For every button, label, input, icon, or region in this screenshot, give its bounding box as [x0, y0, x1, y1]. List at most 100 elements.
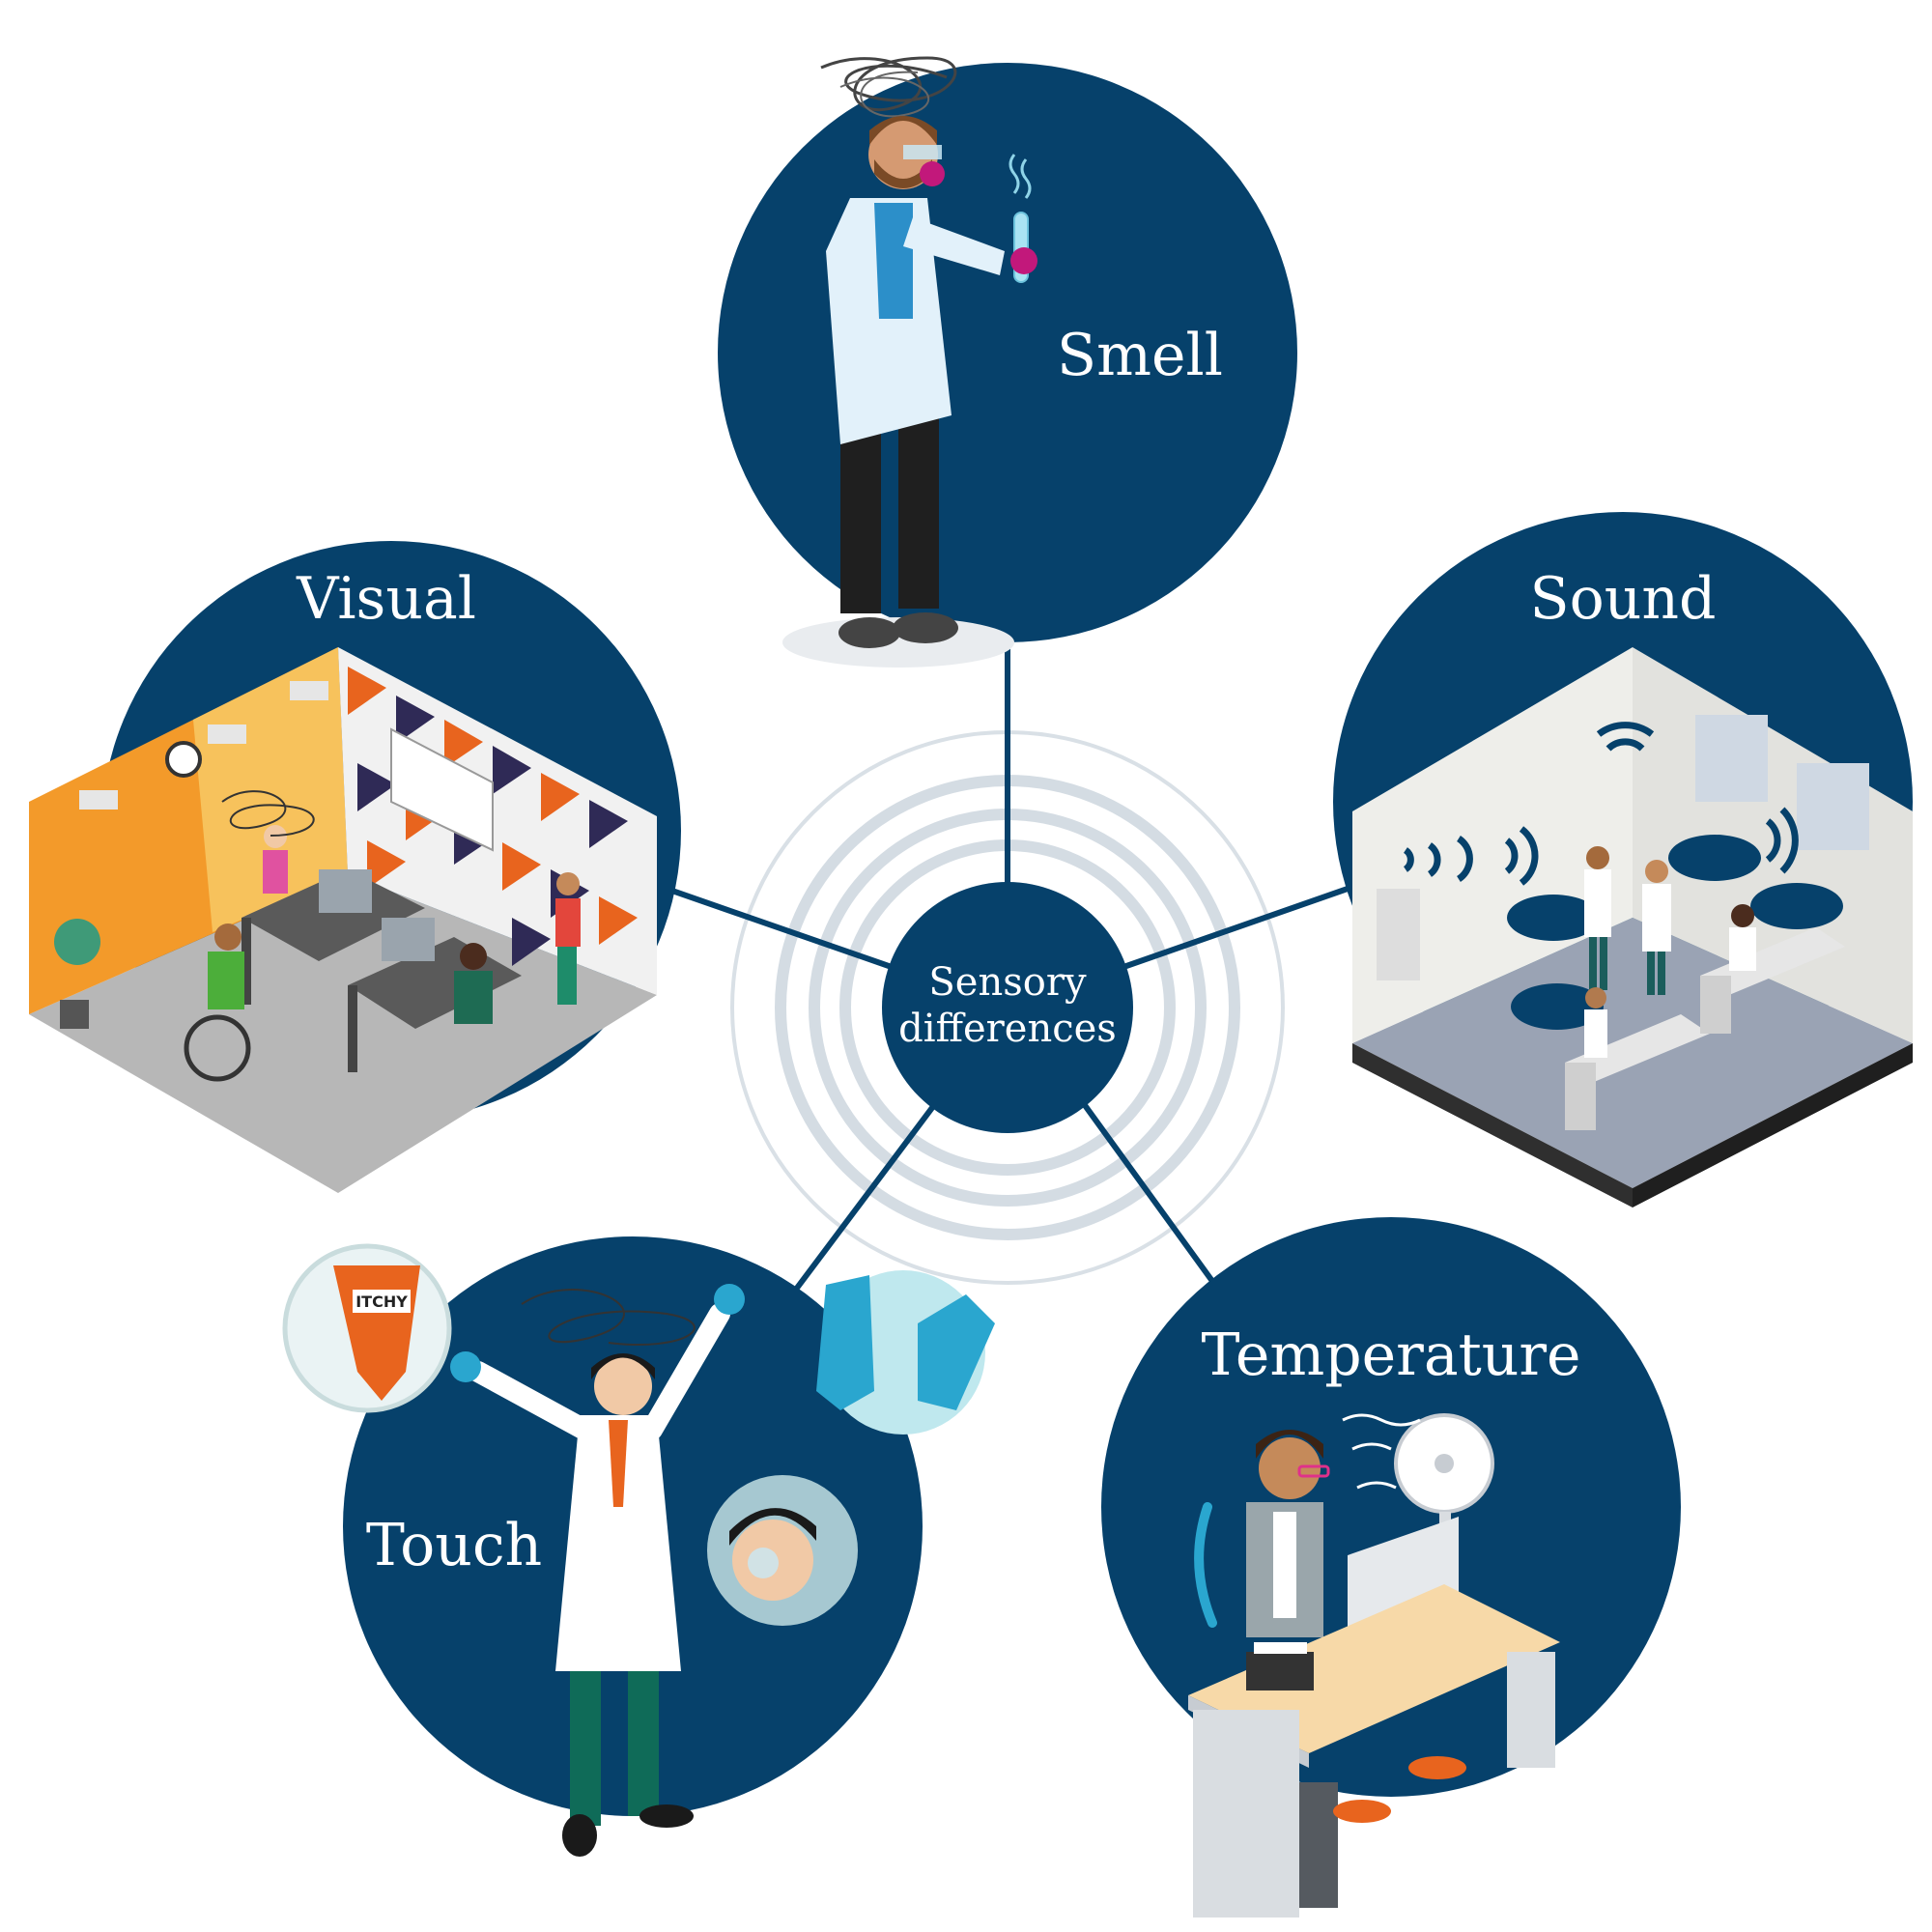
connector-visual [664, 886, 892, 969]
glasses [1297, 1464, 1330, 1478]
scribble-icon [839, 71, 930, 118]
wall-pattern [348, 667, 638, 966]
whiteboard [390, 727, 494, 852]
vapor-icon [1009, 154, 1032, 199]
beard [874, 159, 932, 188]
touch-illustration: ITCHY [282, 1243, 995, 1857]
person-wheelchair [208, 952, 244, 1009]
goggles [748, 1548, 779, 1578]
sound-illustration [1352, 647, 1913, 1208]
scribble-icon [521, 1289, 696, 1347]
plant-icon [54, 919, 100, 965]
label-visual: Visual [296, 565, 476, 633]
lab-coat [826, 198, 952, 444]
arm [903, 217, 1005, 275]
person-distressed [263, 850, 288, 894]
speech-bubble [1750, 883, 1843, 929]
person-desk [460, 943, 487, 970]
lab-worker [1584, 846, 1611, 990]
office-wall-yellow [193, 647, 348, 932]
lab-floor-edge [1633, 1043, 1913, 1208]
office-chair [1194, 1502, 1217, 1628]
head [594, 1357, 652, 1415]
shirt [1273, 1512, 1296, 1618]
lab-bench [1565, 1063, 1596, 1130]
scribble-icon [221, 790, 315, 837]
shoe [893, 612, 958, 643]
glove-icon [816, 1275, 874, 1410]
fan-hub [1435, 1454, 1454, 1473]
hair [1256, 1430, 1323, 1459]
shoe [562, 1814, 597, 1857]
shirt [609, 1420, 628, 1507]
speech-bubble [1511, 983, 1604, 1030]
lab-wall-left [1352, 647, 1633, 1043]
lab-floor-edge [1352, 1043, 1633, 1208]
sound-wave-icon [1403, 722, 1799, 886]
monitor [382, 918, 435, 961]
desk-panel [1193, 1710, 1299, 1918]
glove [1010, 247, 1037, 274]
connector-touch [789, 1098, 940, 1297]
leg [898, 396, 939, 609]
computer-tower [1299, 1782, 1338, 1908]
hub-label-line2: differences [898, 1007, 1117, 1051]
paper-tray [1246, 1652, 1314, 1690]
ceiling-light [290, 681, 328, 700]
lab-worker [1729, 904, 1756, 971]
person-walking [556, 872, 580, 895]
glove [714, 1284, 745, 1315]
connector-temperature [1079, 1098, 1225, 1297]
wall-panel [1695, 715, 1768, 802]
person-walking [557, 947, 577, 1005]
scribble-icon [820, 56, 957, 112]
arm [641, 1303, 730, 1440]
person-wheelchair [214, 923, 242, 951]
office-desk [242, 918, 251, 1005]
clock-icon [165, 741, 202, 778]
lab-machine [1377, 889, 1420, 980]
desk-panel [1507, 1652, 1555, 1768]
glove [450, 1351, 481, 1382]
ceiling-light [79, 790, 118, 810]
glove-icon [918, 1294, 995, 1410]
speech-bubble [1507, 895, 1600, 941]
wheelchair-icon [184, 1014, 251, 1082]
itchy-tag-text: ITCHY [355, 1293, 408, 1311]
office-desk [348, 985, 357, 1072]
lab-bench [1700, 927, 1845, 995]
lab-coat [555, 1415, 681, 1671]
temperature-illustration [1188, 1413, 1560, 1918]
connector-sound [1123, 886, 1350, 969]
label-temperature: Temperature [1201, 1321, 1580, 1389]
head [1259, 1437, 1321, 1499]
person-walking [555, 898, 581, 947]
shoe [639, 1804, 694, 1828]
lab-worker [1584, 987, 1607, 1058]
hair [591, 1353, 655, 1379]
glove [920, 161, 945, 186]
leg [570, 1671, 601, 1826]
shoe [1333, 1800, 1391, 1823]
speech-bubble [1668, 835, 1761, 881]
hair [729, 1508, 816, 1546]
arm [468, 1361, 595, 1440]
wind-icon [1342, 1413, 1421, 1490]
ceiling-light [208, 724, 246, 744]
shoe [838, 617, 900, 648]
office-floor [29, 874, 657, 1193]
office-desk [242, 869, 425, 961]
wall-panel [1797, 763, 1869, 850]
shoe [1408, 1756, 1466, 1779]
person-desk [454, 971, 493, 1024]
visual-illustration [29, 647, 657, 1193]
shirt [874, 203, 913, 319]
label-smell: Smell [1057, 322, 1223, 389]
person-distressed [264, 825, 287, 848]
hub-label-line1: Sensory [928, 960, 1087, 1005]
label-touch: Touch [366, 1512, 542, 1579]
hair [869, 116, 937, 145]
paper-tray [1254, 1642, 1307, 1654]
connector-lines [664, 635, 1350, 1297]
